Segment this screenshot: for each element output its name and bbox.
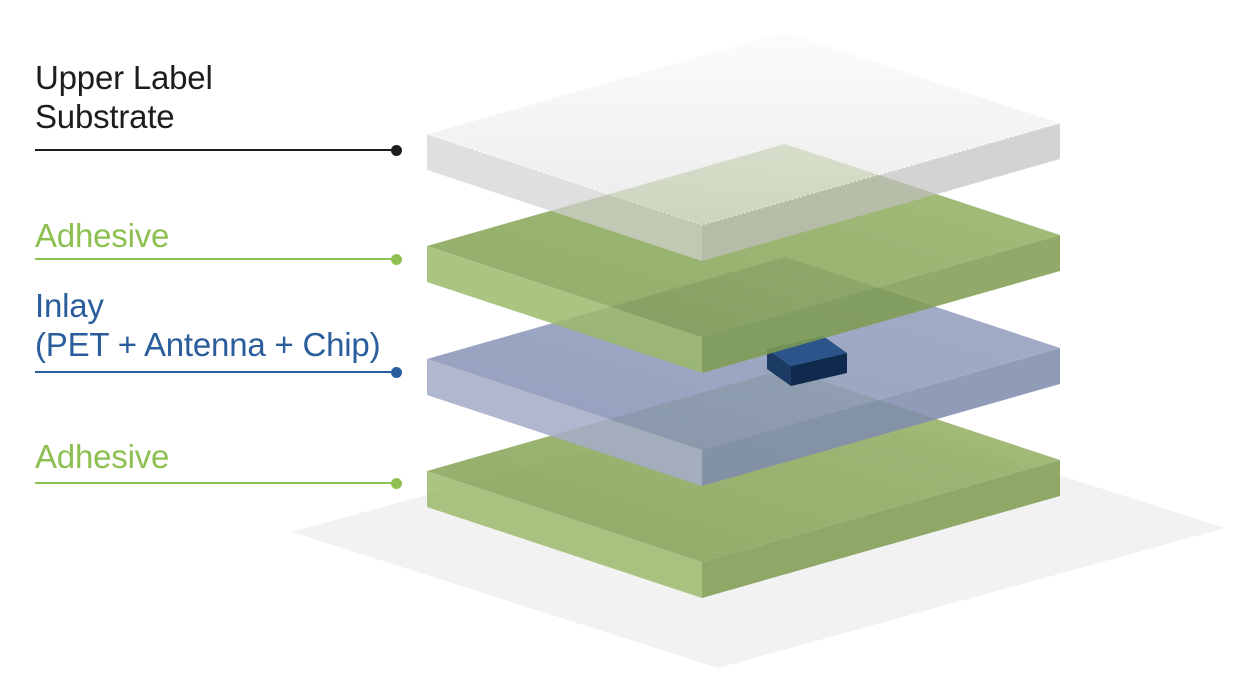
leader-line-inlay — [35, 366, 402, 378]
label-line: Substrate — [35, 98, 175, 135]
leader-line-upper-label-substrate — [35, 144, 402, 156]
label-line: Inlay — [35, 287, 104, 324]
adhesive-bottom-right-face — [702, 460, 1060, 598]
label-line: (PET + Antenna + Chip) — [35, 326, 381, 363]
label-adhesive-bottom: Adhesive — [35, 437, 169, 476]
chip — [767, 336, 847, 386]
label-upper-label-substrate: Upper Label Substrate — [35, 58, 213, 136]
adhesive-top-right-face — [702, 235, 1060, 373]
label-line: Adhesive — [35, 438, 170, 475]
chip-top-face — [767, 336, 847, 366]
adhesive-bottom-left-face — [427, 471, 702, 598]
leader-line-adhesive-top — [35, 253, 402, 265]
label-line: Adhesive — [35, 217, 170, 254]
inlay-left-face — [427, 359, 702, 486]
chip-right-face — [791, 353, 847, 386]
label-adhesive-top: Adhesive — [35, 216, 169, 255]
substrate-right-face — [702, 123, 1060, 261]
adhesive-top-left-face — [427, 246, 702, 373]
leader-line-adhesive-bottom — [35, 477, 402, 489]
label-inlay: Inlay (PET + Antenna + Chip) — [35, 286, 381, 364]
substrate-top-face — [426, 31, 1061, 226]
label-line: Upper Label — [35, 59, 213, 96]
chip-left-face — [767, 349, 791, 386]
upper-label-substrate-layer — [426, 31, 1061, 261]
substrate-left-face — [427, 134, 702, 261]
inlay-right-face — [702, 348, 1060, 486]
